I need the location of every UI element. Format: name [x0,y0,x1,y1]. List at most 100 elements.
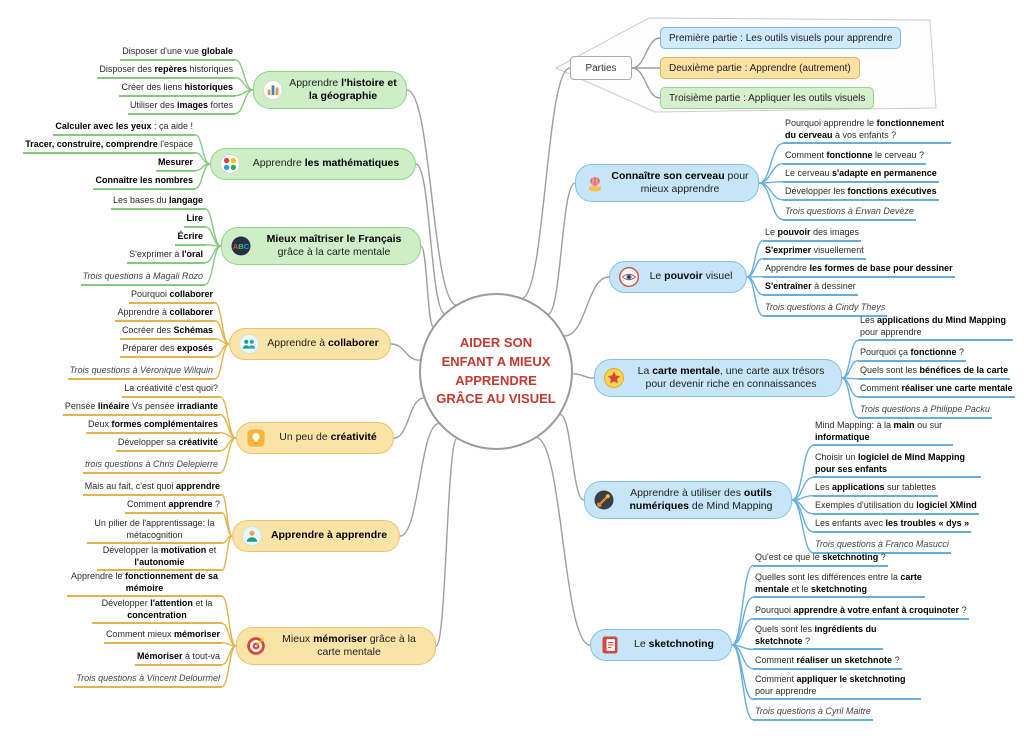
lightbulb-icon [246,428,266,448]
svg-text:ABC: ABC [233,242,250,251]
subtopic[interactable]: trois questions à Chris Delepierre [82,459,220,474]
subtopic[interactable]: Connaître les nombres [93,175,195,190]
target-icon [246,636,266,656]
brain-icon [585,173,605,193]
subtopic[interactable]: Le cerveau s'adapte en permanence [783,168,939,183]
subtopic[interactable]: Mais au fait, c'est quoi apprendre [82,481,222,496]
topic-label: Mieux mémoriser grâce à la carte mentale [282,633,416,659]
topic-mathematiques[interactable]: Apprendre les mathématiques [210,148,416,180]
subtopic[interactable]: Comment fonctionne le cerveau ? [783,150,927,165]
topic-label: Le pouvoir visuel [649,270,733,283]
topic-sketchnoting[interactable]: Le sketchnoting [590,629,732,661]
subtopic[interactable]: Qu'est ce que le sketchnoting ? [753,552,888,567]
subtopic[interactable]: Utiliser des images fortes [127,100,235,115]
subtopic[interactable]: Apprendre le fonctionnement de sa mémoir… [67,571,222,598]
subtopic[interactable]: La créativité c'est quoi? [122,383,220,398]
subtopic[interactable]: Un pilier de l'apprentissage: la métacog… [87,518,222,545]
subtopic[interactable]: Pourquoi collaborer [128,289,215,304]
subtopic[interactable]: Deux formes complémentaires [85,419,220,434]
subtopic[interactable]: S'exprimer à l'oral [127,249,205,264]
subtopic[interactable]: Écrire [175,231,205,246]
subtopic[interactable]: Les bases du langage [110,195,205,210]
subtopic[interactable]: Les applications sur tablettes [813,482,939,497]
subtopic[interactable]: Trois questions à Véronique Wilquin [67,365,215,380]
subtopic[interactable]: Trois questions à Philippe Packu [858,404,992,419]
topic-pouvoir-visuel[interactable]: Le pouvoir visuel [609,261,747,293]
subtopic[interactable]: Mémoriser à tout-va [134,651,222,666]
people-icon [239,334,259,354]
topic-label: La carte mentale, une carte aux trésors … [637,365,825,391]
subtopic[interactable]: S'exprimer visuellement [763,245,866,260]
subtopic[interactable]: Exemples d'utilisation du logiciel XMind [813,500,979,515]
topic-label: Apprendre à utiliser des outils numériqu… [629,487,773,513]
subtopic[interactable]: Choisir un logiciel de Mind Mapping pour… [813,452,981,479]
topic-creativite[interactable]: Un peu de créativité [236,422,394,454]
subtopic[interactable]: Trois questions à Cyril Maitre [753,706,873,721]
subtopic[interactable]: Comment mieux mémoriser [103,629,222,644]
subtopic[interactable]: Mind Mapping: à la main ou sur informati… [813,420,953,447]
bar-chart-icon [263,80,283,101]
central-topic[interactable]: AIDER SON ENFANT A MIEUX APPRENDRE GRÂCE… [419,293,573,450]
subtopic[interactable]: Quels sont les bénéfices de la carte [858,365,1011,380]
subtopic[interactable]: Trois questions à Cindy Theys [763,302,888,317]
subtopic[interactable]: Quels sont les ingrédients du sketchnote… [753,624,883,651]
subtopic[interactable]: Créer des liens historiques [119,82,235,97]
topic-memoriser[interactable]: Mieux mémoriser grâce à la carte mentale [236,627,436,666]
subtopic[interactable]: Apprendre à collaborer [115,307,215,322]
subtopic[interactable]: Trois questions à Vincent Delourmel [74,673,222,688]
topic-francais[interactable]: ABC Mieux maîtriser le Français grâce à … [221,227,421,266]
subtopic[interactable]: Le pouvoir des images [763,227,862,242]
subtopic[interactable]: Les enfants avec les troubles « dys » [813,518,972,533]
subtopic[interactable]: Quelles sont les différences entre la ca… [753,572,925,599]
subtopic[interactable]: Disposer des repères historiques [97,64,235,79]
person-icon [242,526,262,546]
subtopic[interactable]: Comment réaliser un sketchnote ? [753,655,902,670]
subtopic[interactable]: Trois questions à Franco Masucci [813,539,951,554]
topic-carte-mentale[interactable]: La carte mentale, une carte aux trésors … [594,359,842,398]
topic-label: Apprendre à collaborer [267,337,379,350]
topic-label: Mieux maîtriser le Français grâce à la c… [266,233,402,259]
subtopic[interactable]: Trois questions à Magali Rozo [80,271,205,286]
subtopic[interactable]: Développer les fonctions exécutives [783,186,939,201]
subtopic[interactable]: Pourquoi apprendre le fonctionnement du … [783,118,951,145]
subtopic[interactable]: Pensée linéaire Vs pensée irradiante [62,401,220,416]
topic-label: Connaître son cerveau pour mieux apprend… [611,170,749,196]
part-item-3[interactable]: Troisième partie : Appliquer les outils … [660,87,875,109]
subtopic[interactable]: Comment apprendre ? [124,499,222,514]
topic-collaborer[interactable]: Apprendre à collaborer [229,328,391,360]
topic-cerveau[interactable]: Connaître son cerveau pour mieux apprend… [575,164,759,203]
topic-label: Apprendre l'histoire et la géographie [289,77,397,103]
subtopic[interactable]: Pourquoi apprendre à votre enfant à croq… [753,605,969,620]
subtopic[interactable]: Tracer, construire, comprendre l'espace [23,139,195,154]
subtopic[interactable]: Disposer d'une vue globale [120,46,235,61]
math-icon [220,154,240,174]
subtopic[interactable]: Comment réaliser une carte mentale [858,383,1015,398]
part-item-2[interactable]: Deuxième partie : Apprendre (autrement) [660,57,860,79]
abc-icon: ABC [231,236,251,256]
subtopic[interactable]: Apprendre les formes de base pour dessin… [763,263,955,278]
part-item-1[interactable]: Première partie : Les outils visuels pou… [660,27,902,49]
subtopic[interactable]: Mesurer [155,157,195,172]
subtopic[interactable]: Calculer avec les yeux : ça aide ! [53,121,195,136]
subtopic[interactable]: Cocréer des Schémas [119,325,215,340]
topic-apprendre-a-apprendre[interactable]: Apprendre à apprendre [232,520,400,552]
topic-label: Le sketchnoting [634,638,714,651]
topic-label: Apprendre les mathématiques [252,157,400,170]
subtopic[interactable]: Préparer des exposés [120,343,215,358]
subtopic[interactable]: Comment appliquer le sketchnoting pour a… [753,674,921,701]
subtopic[interactable]: Pourquoi ça fonctionne ? [858,347,967,362]
topic-label: Apprendre à apprendre [270,529,388,542]
parties-node[interactable]: Parties [570,56,632,80]
subtopic[interactable]: Lire [184,213,205,228]
subtopic[interactable]: Les applications du Mind Mapping pour ap… [858,315,1013,342]
subtopic[interactable]: Développer l'attention et la concentrati… [92,598,222,625]
subtopic[interactable]: Développer la motivation et l'autonomie [97,545,222,572]
topic-outils-numeriques[interactable]: Apprendre à utiliser des outils numériqu… [584,481,792,520]
subtopic[interactable]: Développer sa créativité [115,437,220,452]
topic-histoire-geographie[interactable]: Apprendre l'histoire et la géographie [253,71,407,110]
tools-icon [594,490,614,510]
star-icon [604,368,624,389]
subtopic[interactable]: S'entraîner à dessiner [763,281,858,296]
subtopic[interactable]: Trois questions à Erwan Devèze [783,206,916,221]
